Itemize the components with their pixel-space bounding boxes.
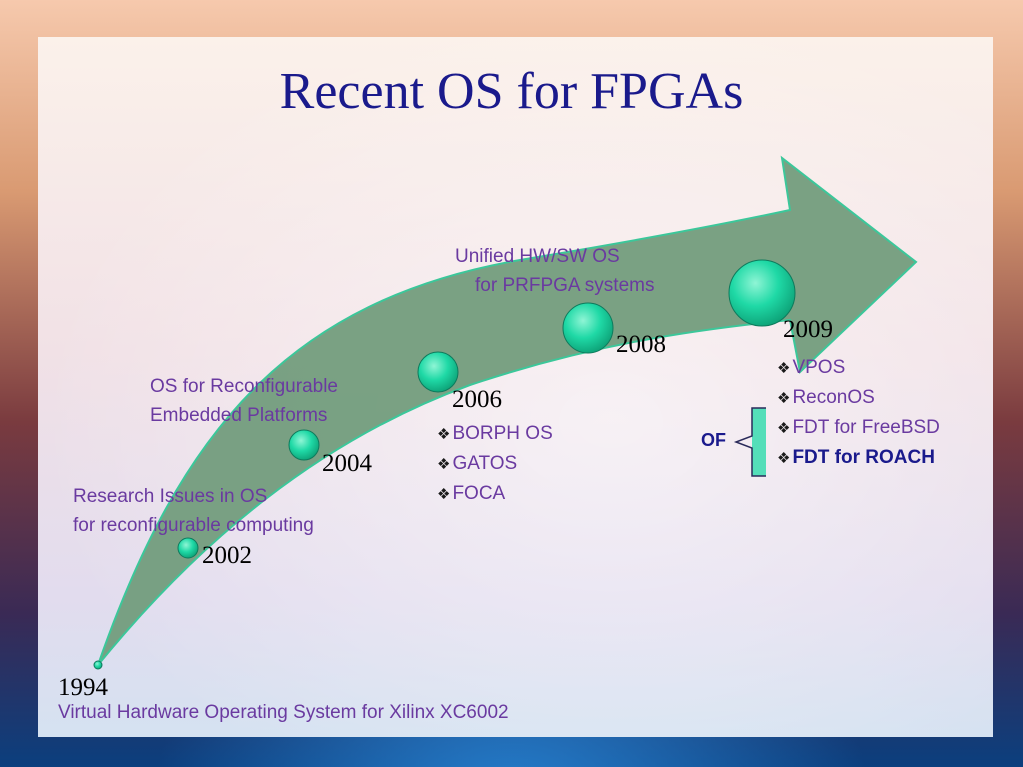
year-label-2002: 2002 [202,542,252,569]
milestone-node-2004 [288,429,320,461]
caption-2008-line-1: Unified HW/SW OS [455,246,620,267]
of-bracket [733,407,766,477]
caption-2002-line-2: for reconfigurable computing [73,515,314,536]
milestone-node-2006 [417,351,459,393]
list-2006-item: ❖BORPH OS [437,423,553,444]
list-2009-item: ❖ReconOS [777,387,875,408]
list-2009: ❖VPOS ❖ReconOS ❖FDT for FreeBSD ❖FDT for… [777,353,940,473]
milestone-node-2008 [562,302,614,354]
caption-2004-line-2: Embedded Platforms [150,405,328,426]
diamond-bullet-icon: ❖ [437,456,451,473]
slide-title: Recent OS for FPGAs [279,63,744,120]
timeline-arrow [97,155,918,666]
diamond-bullet-icon: ❖ [437,486,451,503]
caption-2002: Research Issues in OS for reconfigurable… [73,482,314,540]
year-label-2009: 2009 [783,316,833,343]
list-2006: ❖BORPH OS ❖GATOS ❖FOCA [437,419,553,509]
caption-1994: Virtual Hardware Operating System for Xi… [58,702,509,723]
diamond-bullet-icon: ❖ [437,426,451,443]
milestone-node-2002 [177,537,199,559]
year-label-1994: 1994 [58,674,108,701]
list-2006-item: ❖GATOS [437,453,518,474]
caption-2004-line-1: OS for Reconfigurable [150,376,338,397]
milestone-node-1994 [93,660,103,670]
caption-2008: Unified HW/SW OS for PRFPGA systems [455,242,654,300]
list-2009-item: ❖FDT for ROACH [777,447,935,468]
diamond-bullet-icon: ❖ [777,420,791,437]
of-label: OF [701,430,726,450]
year-label-2004: 2004 [322,450,372,477]
list-2009-item: ❖FDT for FreeBSD [777,417,940,438]
diamond-bullet-icon: ❖ [777,450,791,467]
caption-2002-line-1: Research Issues in OS [73,486,268,507]
caption-2008-line-2: for PRFPGA systems [475,275,655,296]
list-2006-item: ❖FOCA [437,483,506,504]
caption-2004: OS for Reconfigurable Embedded Platforms [150,372,338,430]
year-label-2008: 2008 [616,331,666,358]
year-label-2006: 2006 [452,386,502,413]
list-2009-item: ❖VPOS [777,357,846,378]
milestone-node-2009 [728,259,796,327]
diamond-bullet-icon: ❖ [777,390,791,407]
diamond-bullet-icon: ❖ [777,360,791,377]
